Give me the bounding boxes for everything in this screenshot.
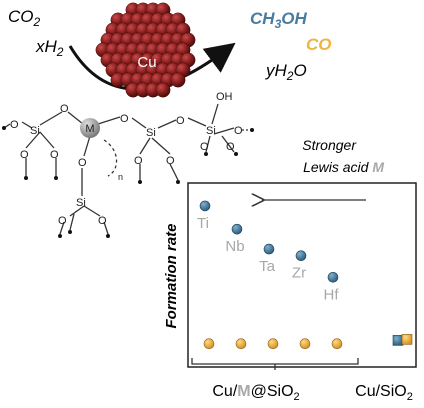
oxygen-label: O (200, 141, 209, 153)
annotation-line1: Stronger (302, 137, 357, 153)
reference-co-point (401, 334, 413, 345)
oxygen-label: O (60, 103, 69, 115)
group-bracket (191, 358, 359, 365)
oxygen-label: O (50, 149, 59, 161)
oxygen-label: O (78, 157, 87, 169)
oxygen-label: O (20, 149, 29, 161)
reference-methanol-point (392, 335, 404, 346)
water-product: yH2O (265, 61, 307, 83)
bond-dots (2, 126, 254, 238)
silica-bonds (3, 103, 250, 235)
h2-reactant: xH2 (35, 37, 64, 59)
oxygen-label: O (134, 155, 143, 167)
metal-point-label: Ta (259, 258, 276, 275)
metal-point-label: Nb (225, 238, 244, 255)
co-point (299, 338, 311, 350)
methanol-point (295, 250, 307, 262)
repeat-index-label: n (118, 172, 123, 182)
oxygen-label: O (98, 215, 107, 227)
silicon-label: Si (30, 125, 40, 137)
methanol-point (327, 271, 339, 283)
silicon-label: Si (146, 127, 156, 139)
metal-center-label: M (85, 123, 94, 135)
oxygen-label: O (176, 115, 185, 127)
metal-center-sphere (80, 118, 100, 138)
metal-point-label: Ti (197, 215, 209, 232)
methanol-point (199, 200, 211, 212)
co2-reactant: CO2 (8, 7, 41, 29)
oxygen-label: O (226, 141, 235, 153)
co-point (203, 338, 215, 350)
cu-atom (170, 72, 186, 88)
plot-frame (187, 182, 417, 368)
oxygen-label: O (10, 119, 19, 131)
metal-point-label: Hf (324, 286, 340, 303)
oxygen-label: O (58, 215, 67, 227)
oxygen-label: O (120, 113, 129, 125)
silicon-label: Si (76, 197, 86, 209)
co-point (235, 338, 247, 350)
co-point (267, 338, 279, 350)
y-axis-label: Formation rate (163, 223, 180, 328)
x-label-reference: Cu/SiO2 (355, 383, 413, 403)
hydroxyl-label: OH (216, 91, 233, 103)
metal-point-label: Zr (292, 265, 306, 282)
methanol-product: CH3OH (250, 9, 307, 31)
oxygen-label: O (166, 155, 175, 167)
annotation-line2: Lewis acid M (303, 159, 384, 175)
co-point (331, 338, 343, 350)
methanol-point (231, 223, 243, 235)
cu-label: Cu (137, 54, 156, 71)
silicon-label: Si (206, 125, 216, 137)
methanol-point (263, 243, 275, 255)
oxygen-label: O (234, 125, 243, 137)
x-label-promoted: Cu/M@SiO2 (212, 383, 299, 403)
co-product: CO (306, 35, 332, 54)
cu-atom (155, 82, 171, 98)
cu-nanoparticle (95, 2, 196, 98)
